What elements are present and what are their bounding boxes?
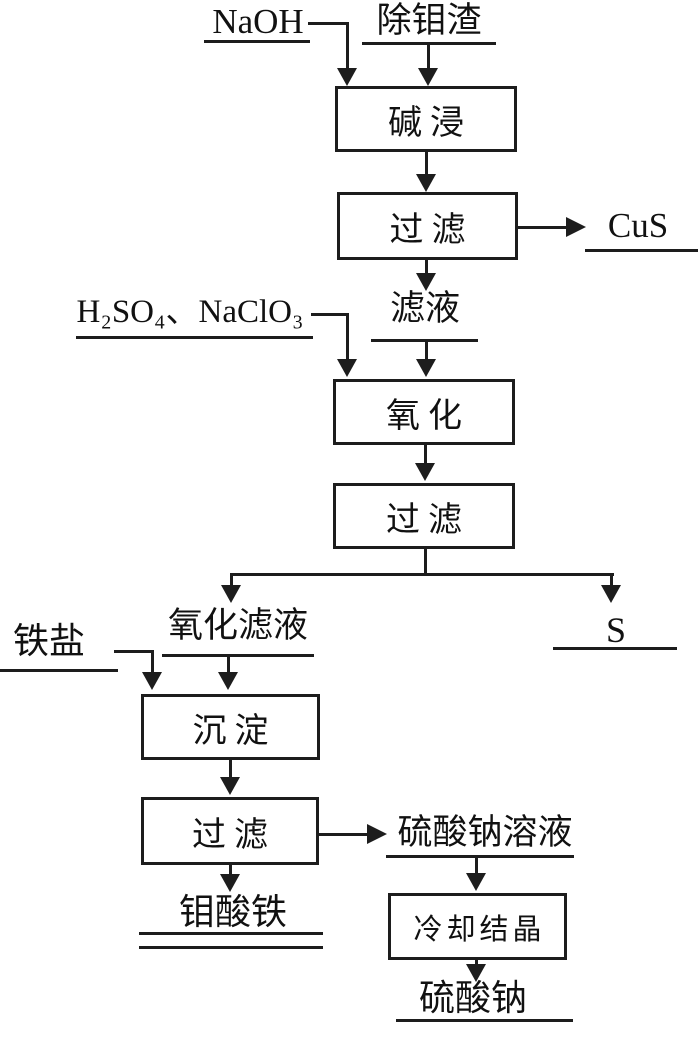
label-oxidized-filtrate: 氧化滤液 [167,606,308,645]
arrowhead-h2so4-to-oxidation-icon [337,359,357,377]
connector-iron-salt-vertical [151,650,154,674]
underline-iron-salt [0,669,118,672]
arrowhead-alkali-to-filtration1-icon [416,174,436,192]
connector-split-horizontal [230,573,614,576]
connector-naoh-horizontal [308,22,348,25]
process-box-filtration-3: 过滤 [141,797,319,865]
connector-filtrate-to-oxidation [425,342,428,361]
arrowhead-filtrate-to-oxidation-icon [416,359,436,377]
underline-filtrate [371,339,478,342]
connector-h2so4-vertical [346,313,349,361]
connector-naoh-vertical [346,22,349,70]
process-box-precipitation: 沉淀 [141,694,320,760]
connector-split-left-stem [230,575,233,587]
label-mo-removal-residue: 除钼渣 [376,1,482,40]
arrowhead-oxidation-to-filtration2-icon [415,463,435,481]
arrowhead-naoh-to-alkali-leaching-icon [337,68,357,86]
underline-sodium-sulfate [396,1019,573,1022]
arrowhead-oxidized-filtrate-to-precipitation-icon [218,672,238,690]
arrowhead-filtration1-to-filtrate-icon [416,273,436,291]
connector-precipitation-to-filtration3 [229,760,232,779]
arrowhead-filtration3-to-solution-icon [367,824,387,844]
connector-filtration3-to-iron-molybdate [229,864,232,876]
arrowhead-split-to-sulfur-icon [601,585,621,603]
arrowhead-split-to-oxidized-filtrate-icon [221,585,241,603]
label-iron-salt: 铁盐 [12,621,85,661]
underline-oxidized-filtrate [162,654,314,657]
arrowhead-precipitation-to-filtration3-icon [220,777,240,795]
connector-solution-to-cooling [475,857,478,875]
process-box-filtration-1: 过滤 [337,192,518,260]
label-h2so4-naclo3: H₂SO₄、NaClO₃ [76,294,304,330]
process-box-filtration-2: 过滤 [333,483,515,549]
label-filtrate: 滤液 [389,289,460,328]
connector-filtration3-to-solution [318,833,368,836]
process-box-cooling-crystallization: 冷却结晶 [388,893,567,960]
label-naoh: NaOH [212,2,304,41]
underline-iron-molybdate-2 [139,946,323,949]
underline-naoh [204,40,310,43]
label-sodium-sulfate-solution: 硫酸钠溶液 [397,813,573,852]
connector-h2so4-horizontal [311,313,349,316]
connector-filtration1-to-cus [517,226,567,229]
connector-iron-salt-horizontal [114,650,154,653]
connector-oxidized-filtrate-to-precipitation [227,657,230,674]
arrowhead-mo-residue-to-alkali-leaching-icon [418,68,438,86]
arrowhead-solution-to-cooling-icon [466,873,486,891]
label-sulfur: S [605,610,627,650]
connector-oxidation-to-filtration2 [424,445,427,465]
arrowhead-filtration3-to-iron-molybdate-icon [220,874,240,892]
connector-filtration2-stem [424,548,427,575]
connector-alkali-to-filtration1 [425,152,428,176]
underline-h2so4-naclo3 [76,336,313,339]
label-sodium-sulfate: 硫酸钠 [418,978,527,1018]
arrowhead-filtration1-to-cus-icon [566,217,586,237]
label-iron-molybdate: 钼酸铁 [178,892,287,932]
process-box-oxidation: 氧化 [333,379,515,445]
connector-cooling-to-sodium-sulfate [475,960,478,966]
underline-mo-removal-residue [362,42,496,45]
underline-sodium-sulfate-solution [386,855,574,858]
label-cus: CuS [607,206,669,245]
arrowhead-iron-salt-to-precipitation-icon [142,672,162,690]
process-box-alkali-leaching: 碱浸 [335,86,517,152]
connector-mo-residue-vertical [427,44,430,70]
connector-filtration1-to-filtrate [425,259,428,275]
underline-iron-molybdate-1 [139,932,323,935]
connector-split-right-stem [610,575,613,587]
underline-sulfur [553,647,677,650]
underline-cus [585,249,698,252]
arrowhead-cooling-to-sodium-sulfate-icon [466,964,486,982]
